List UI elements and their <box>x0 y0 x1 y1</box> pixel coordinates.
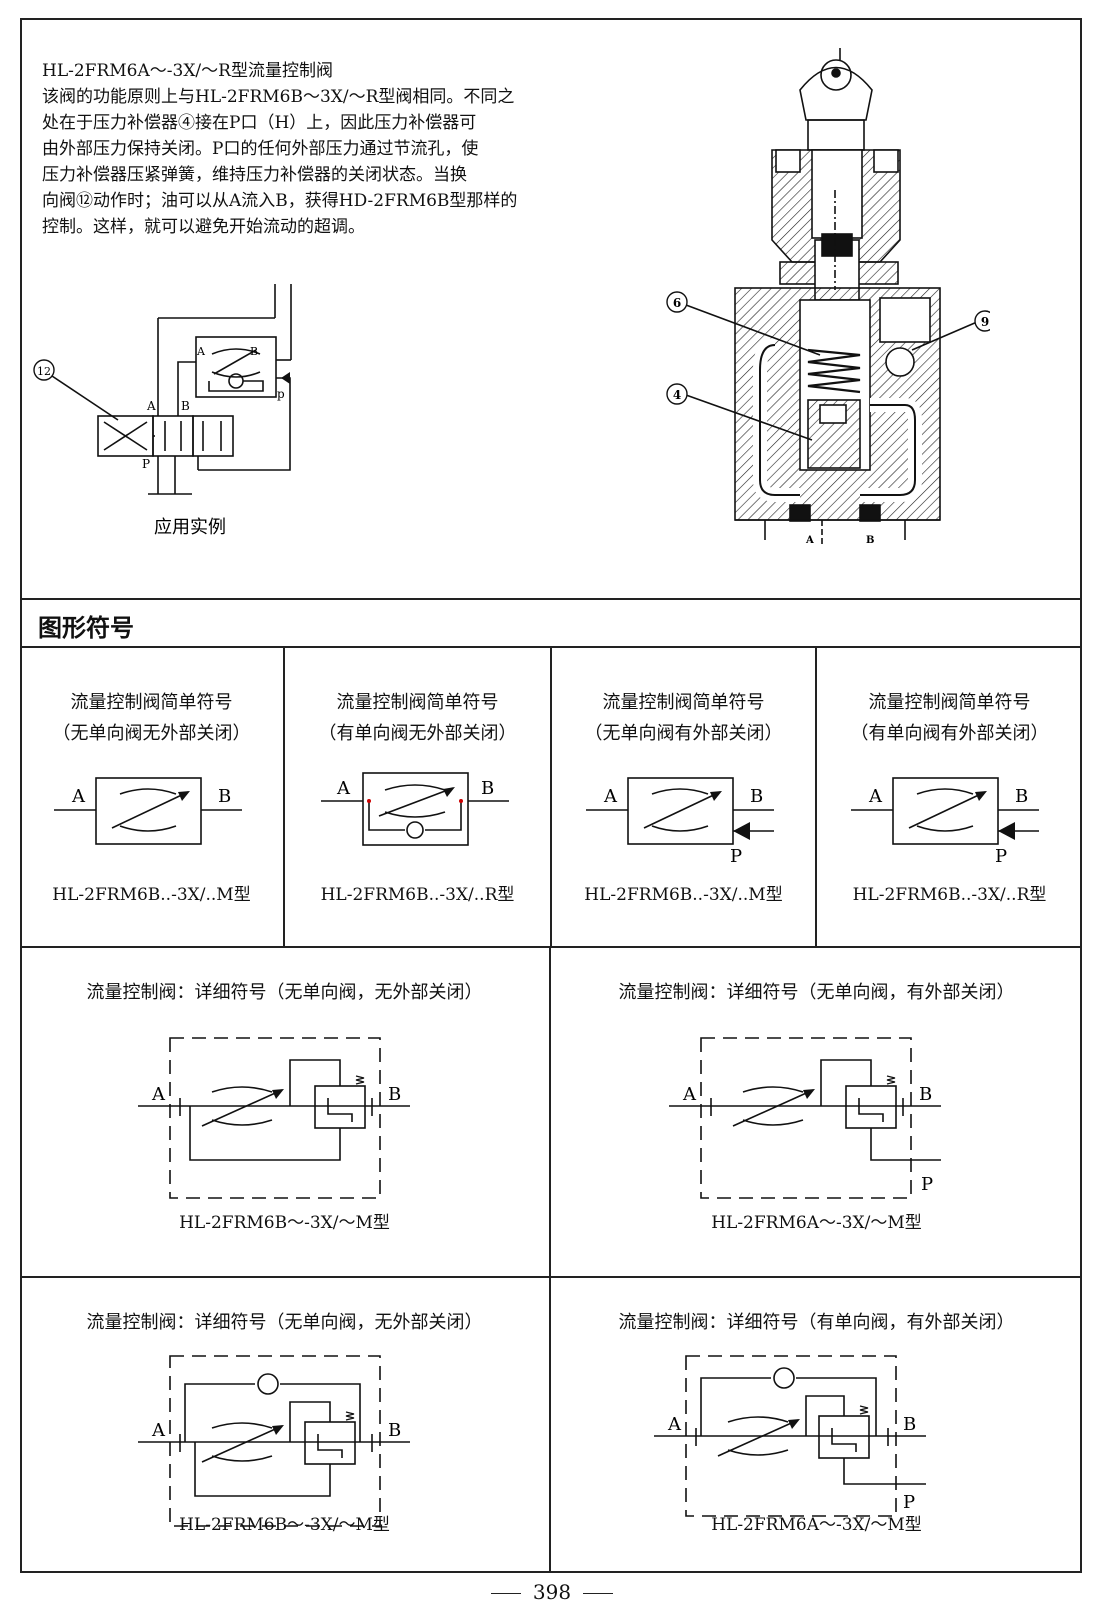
page-number-dash <box>490 1593 521 1594</box>
port-label-b: B <box>388 1420 401 1441</box>
port-label-b: B <box>750 786 763 807</box>
symbol-title: 流量控制阀：详细符号（无单向阀，有外部关闭） <box>618 982 1015 1003</box>
symbol-title: 流量控制阀：详细符号（有单向阀，有外部关闭） <box>618 1312 1015 1333</box>
valve-sectional-drawing: 6 9 4 A B <box>666 48 990 546</box>
symbol-title: 流量控制阀简单符号 <box>70 692 233 713</box>
port-label-a: A <box>336 778 351 799</box>
detail-symbol-cell: 流量控制阀：详细符号（无单向阀，无外部关闭） A B HL-2FRM6B～-3X… <box>20 1278 551 1573</box>
port-label-p: p <box>277 387 285 401</box>
callout-4: 4 <box>673 388 681 402</box>
port-label-a: A <box>151 1084 166 1105</box>
symbol-title: 流量控制阀：详细符号（无单向阀，无外部关闭） <box>86 1312 483 1333</box>
port-label-p: P <box>730 846 742 867</box>
simple-symbol-diagram: A B <box>321 772 509 846</box>
model-number: HL-2FRM6B..-3X/..M型 <box>584 885 783 905</box>
page-frame <box>20 18 1082 1573</box>
intro-line: 由外部压力保持关闭。P口的任何外部压力通过节流孔，使 <box>42 139 479 159</box>
port-label-a: A <box>151 1420 166 1441</box>
port-label-b: B <box>481 778 494 799</box>
intro-line: 该阀的功能原则上与HL-2FRM6B～3X/～R型阀相同。不同之 <box>42 87 515 107</box>
simple-symbol-diagram: A B P <box>851 777 1039 867</box>
symbol-title: 流量控制阀简单符号 <box>336 692 499 713</box>
detail-symbol-cell: 流量控制阀：详细符号（无单向阀，无外部关闭） A B HL-2FRM6B～-3X… <box>20 948 551 1278</box>
detail-symbol-cell: 流量控制阀：详细符号（有单向阀，有外部关闭） A B P HL-2FRM6A～-… <box>551 1278 1082 1573</box>
port-label-b: B <box>388 1084 401 1105</box>
model-number: HL-2FRM6B..-3X/..M型 <box>52 885 251 905</box>
port-label-a: A <box>71 786 86 807</box>
port-label-b: B <box>218 786 231 807</box>
intro-line: HL-2FRM6A～-3X/～R型流量控制阀 <box>42 61 333 81</box>
model-number: HL-2FRM6B..-3X/..R型 <box>852 885 1047 905</box>
port-label-p: P <box>903 1492 915 1513</box>
port-label-a: A <box>196 345 206 358</box>
port-label-b: B <box>181 399 190 413</box>
detail-symbol-diagram: A B <box>138 1355 410 1527</box>
port-label-a: A <box>805 535 814 546</box>
symbol-title: 流量控制阀简单符号 <box>868 692 1031 713</box>
section-title: 图形符号 <box>38 614 134 642</box>
detail-symbol-diagram: A B P <box>669 1037 941 1199</box>
callout-6: 6 <box>673 296 681 310</box>
application-example-diagram: 12 A B A B P p 应用实例 <box>33 284 292 538</box>
detail-symbol-diagram: A B <box>138 1037 410 1199</box>
symbol-subtitle: （无单向阀无外部关闭） <box>52 723 251 744</box>
port-label-a: A <box>603 786 618 807</box>
page-number: 398 <box>0 1580 1104 1604</box>
port-label-b: B <box>919 1084 932 1105</box>
section-header: 图形符号 <box>20 598 1082 648</box>
port-label-b: B <box>1015 786 1028 807</box>
page-number-dash <box>583 1593 614 1594</box>
intro-line: 处在于压力补偿器④接在P口（H）上，因此压力补偿器可 <box>42 113 477 133</box>
symbol-title: 流量控制阀简单符号 <box>602 692 765 713</box>
simple-symbol-cell: 流量控制阀简单符号 （无单向阀无外部关闭） A B HL-2FRM6B..-3X… <box>20 648 285 948</box>
intro-text: HL-2FRM6A～-3X/～R型流量控制阀 该阀的功能原则上与HL-2FRM6… <box>42 58 518 240</box>
callout-9: 9 <box>981 315 989 329</box>
model-number: HL-2FRM6B～-3X/～M型 <box>179 1515 390 1535</box>
port-label-b: B <box>250 345 258 358</box>
model-number: HL-2FRM6A～-3X/～M型 <box>711 1515 922 1535</box>
simple-symbol-cell: 流量控制阀简单符号 （有单向阀无外部关闭） A B HL-2FRM6B..-3X… <box>285 648 552 948</box>
port-label-a: A <box>868 786 883 807</box>
symbol-title: 流量控制阀：详细符号（无单向阀，无外部关闭） <box>86 982 483 1003</box>
intro-line: 控制。这样，就可以避免开始流动的超调。 <box>42 217 365 237</box>
symbol-subtitle: （有单向阀有外部关闭） <box>850 723 1049 744</box>
symbol-subtitle: （有单向阀无外部关闭） <box>318 723 517 744</box>
simple-symbol-cell: 流量控制阀简单符号 （有单向阀有外部关闭） A B P HL-2FRM6B..-… <box>817 648 1082 948</box>
model-number: HL-2FRM6B..-3X/..R型 <box>320 885 515 905</box>
simple-symbol-cell: 流量控制阀简单符号 （无单向阀有外部关闭） A B P HL-2FRM6B..-… <box>552 648 817 948</box>
port-label-p: P <box>142 457 150 471</box>
detail-symbol-diagram: A B P <box>654 1355 926 1517</box>
model-number: HL-2FRM6B～-3X/～M型 <box>179 1213 390 1233</box>
port-label-a: A <box>667 1414 682 1435</box>
symbol-subtitle: （无单向阀有外部关闭） <box>584 723 783 744</box>
model-number: HL-2FRM6A～-3X/～M型 <box>711 1213 922 1233</box>
port-label-a: A <box>146 399 156 413</box>
port-label-p: P <box>995 846 1007 867</box>
port-label-b: B <box>903 1414 916 1435</box>
simple-symbol-diagram: A B <box>54 777 242 845</box>
callout-12: 12 <box>37 365 51 378</box>
port-label-b: B <box>866 535 874 546</box>
port-label-a: A <box>682 1084 697 1105</box>
example-caption: 应用实例 <box>154 517 226 538</box>
intro-line: 压力补偿器压紧弹簧，维持压力补偿器的关闭状态。当换 <box>42 165 467 185</box>
detail-symbol-cell: 流量控制阀：详细符号（无单向阀，有外部关闭） A B P HL-2FRM6A～-… <box>551 948 1082 1278</box>
simple-symbol-diagram: A B P <box>586 777 774 867</box>
port-label-p: P <box>921 1174 933 1195</box>
intro-line: 向阀⑫动作时；油可以从A流入B，获得HD-2FRM6B型那样的 <box>42 191 518 211</box>
page-number-text: 398 <box>532 1580 572 1604</box>
